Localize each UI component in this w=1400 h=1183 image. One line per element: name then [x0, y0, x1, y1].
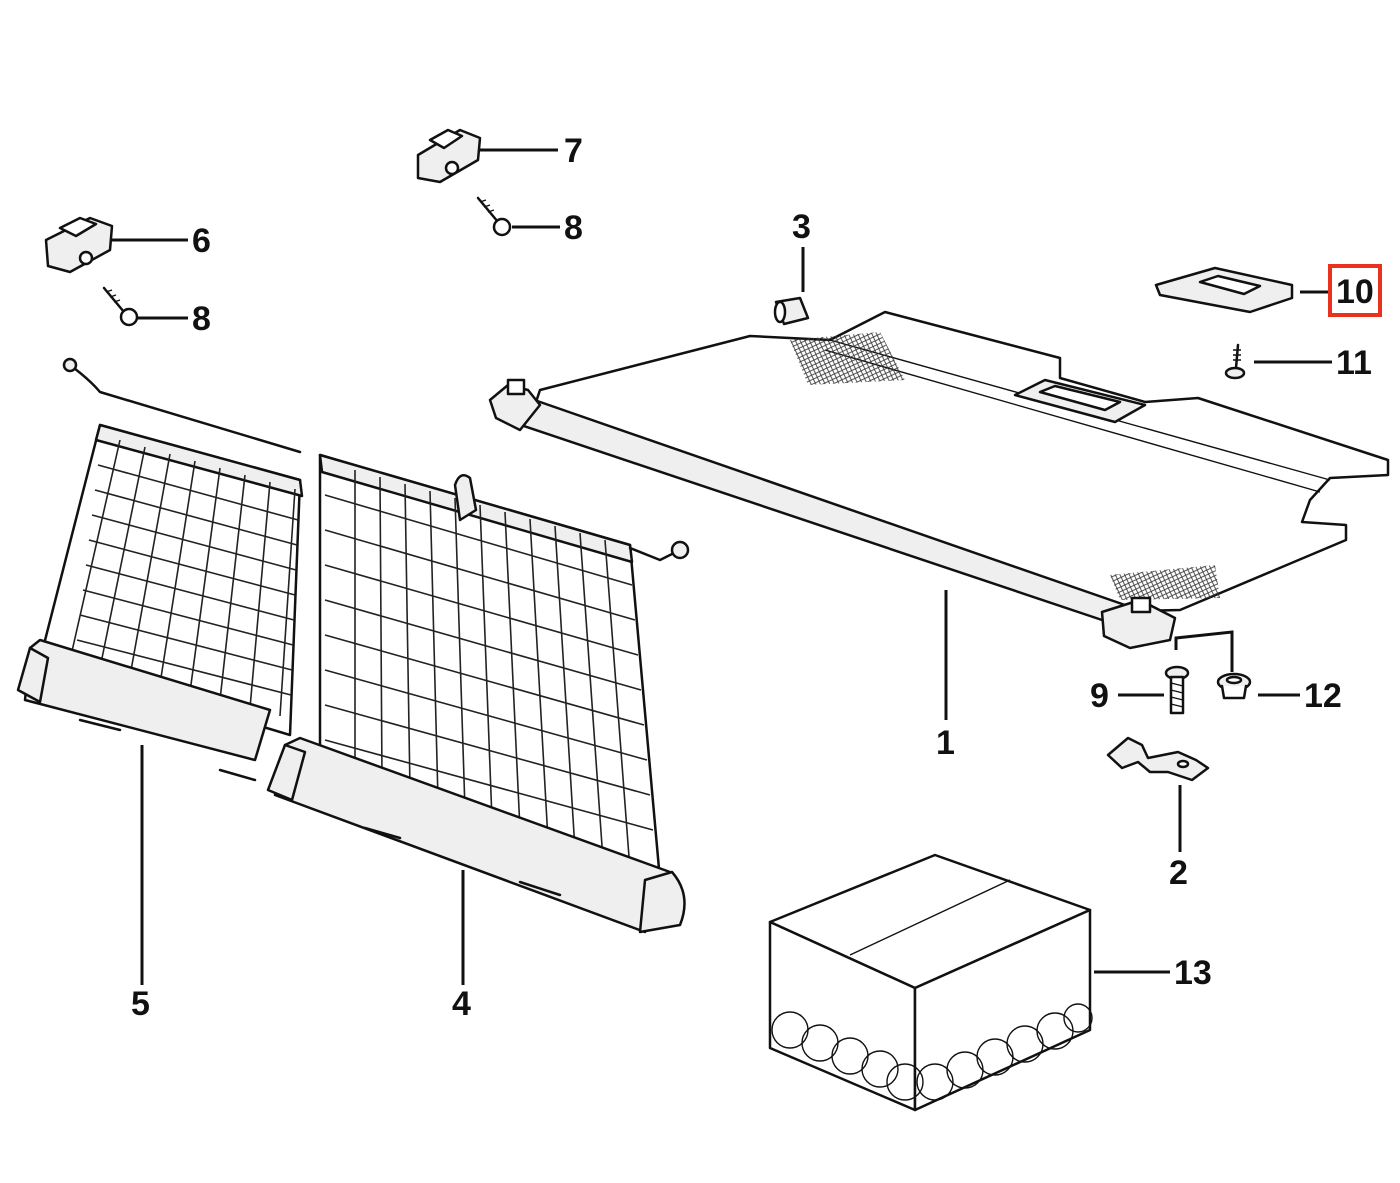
callout-7: 7	[564, 132, 583, 170]
sleeve-part-3	[773, 296, 810, 326]
callout-13: 13	[1174, 954, 1212, 992]
callout-4: 4	[452, 985, 471, 1023]
box-part-13	[768, 853, 1093, 1112]
callout-12: 12	[1304, 677, 1342, 715]
bracket-part-2	[1106, 736, 1210, 782]
callout-3: 3	[792, 208, 811, 246]
cover-part-1	[488, 310, 1390, 650]
callout-6: 6	[192, 222, 211, 260]
bolt-part-9	[1164, 665, 1190, 715]
callout-5: 5	[131, 985, 150, 1023]
callout-8-lower: 8	[192, 300, 211, 338]
net-partition-part-4	[266, 453, 690, 934]
clip-part-6	[44, 216, 114, 274]
callout-9: 9	[1090, 677, 1109, 715]
grommet-part-12	[1216, 672, 1252, 700]
callout-1: 1	[936, 724, 955, 762]
cover-element-part-10	[1154, 266, 1294, 314]
callout-8-upper: 8	[564, 209, 583, 247]
net-partition-part-5	[16, 357, 304, 782]
leader-lines	[112, 148, 1332, 985]
callout-10: 10	[1336, 273, 1374, 311]
screw-part-11	[1224, 343, 1246, 380]
screw-part-8-upper	[476, 196, 512, 237]
highlight-box-callout-10	[1328, 264, 1382, 317]
screw-part-8-lower	[102, 286, 139, 327]
callout-11: 11	[1336, 344, 1372, 382]
clip-part-7	[416, 128, 482, 184]
callout-2: 2	[1169, 854, 1188, 892]
callouts: 7 8 6 8 3 10 11 1 9 12 2 5 4 13	[131, 132, 1374, 1023]
